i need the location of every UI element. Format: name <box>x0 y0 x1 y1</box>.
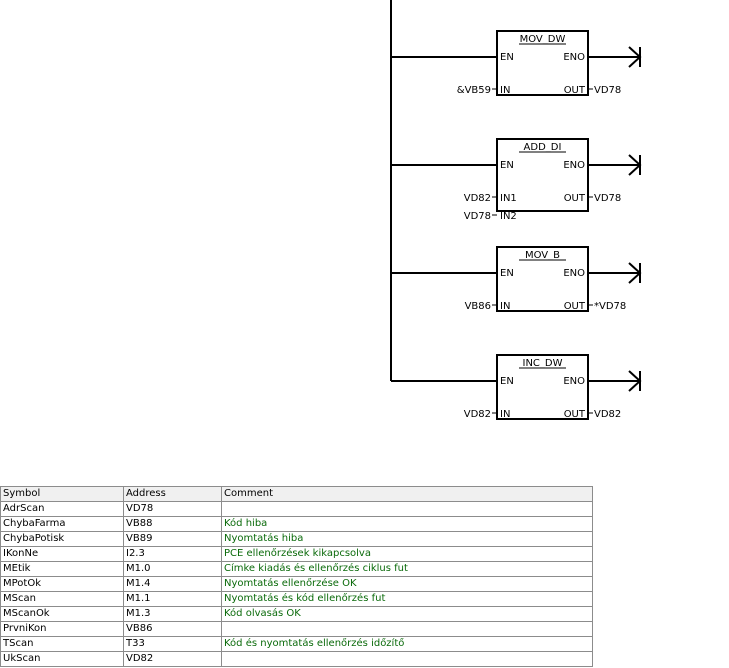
row-comment[interactable]: PCE ellenőrzések kikapcsolva <box>221 546 593 562</box>
output-operand: VD82 <box>594 409 621 420</box>
row-comment[interactable] <box>221 621 593 637</box>
block-title: MOV_DW <box>520 34 566 45</box>
input-operand: VD82 <box>464 193 491 204</box>
row-address[interactable]: M1.1 <box>123 591 222 607</box>
row-symbol[interactable]: ChybaPotisk <box>0 531 124 547</box>
function-block[interactable]: MOV_DW EN ENO IN&VB59 OUT VD78 <box>391 30 642 96</box>
out-pin-label: OUT <box>564 85 586 96</box>
row-comment[interactable] <box>221 651 593 667</box>
header-symbol[interactable]: Symbol <box>0 486 124 502</box>
row-symbol[interactable]: MScan <box>0 591 124 607</box>
symbol-table-header: Symbol Address Comment <box>0 486 593 502</box>
input-pin-label: IN2 <box>500 211 517 222</box>
row-address[interactable]: M1.4 <box>123 576 222 592</box>
row-comment[interactable]: Nyomtatás ellenőrzése OK <box>221 576 593 592</box>
block-box <box>496 246 589 312</box>
row-address[interactable]: VD78 <box>123 501 222 517</box>
row-symbol[interactable]: MScanOk <box>0 606 124 622</box>
en-label: EN <box>500 376 514 387</box>
row-comment[interactable]: Nyomtatás és kód ellenőrzés fut <box>221 591 593 607</box>
output-operand: VD78 <box>594 85 621 96</box>
row-symbol[interactable]: ChybaFarma <box>0 516 124 532</box>
function-block[interactable]: MOV_B EN ENO IN VB86 OUT *VD78 <box>391 246 642 312</box>
row-address[interactable]: VB89 <box>123 531 222 547</box>
row-address[interactable]: VB86 <box>123 621 222 637</box>
row-address[interactable]: M1.0 <box>123 561 222 577</box>
input-pin-label: IN <box>500 301 510 312</box>
row-comment[interactable]: Nyomtatás hiba <box>221 531 593 547</box>
row-comment[interactable]: Kód olvasás OK <box>221 606 593 622</box>
en-label: EN <box>500 160 514 171</box>
row-address[interactable]: M1.3 <box>123 606 222 622</box>
eno-label: ENO <box>563 52 585 63</box>
input-pin-label: IN1 <box>500 193 517 204</box>
input-operand: VD82 <box>464 409 491 420</box>
output-operand: VD78 <box>594 193 621 204</box>
header-comment[interactable]: Comment <box>221 486 593 502</box>
block-box <box>496 138 589 212</box>
input-pin-label: IN <box>500 409 510 420</box>
output-operand: *VD78 <box>594 301 626 312</box>
block-title: ADD_DI <box>524 142 562 153</box>
input-pin-label: IN <box>500 85 510 96</box>
block-title: INC_DW <box>523 358 563 369</box>
header-address[interactable]: Address <box>123 486 222 502</box>
row-symbol[interactable]: AdrScan <box>0 501 124 517</box>
row-symbol[interactable]: PrvniKon <box>0 621 124 637</box>
row-symbol[interactable]: MPotOk <box>0 576 124 592</box>
eno-label: ENO <box>563 160 585 171</box>
out-pin-label: OUT <box>564 301 586 312</box>
eno-label: ENO <box>563 376 585 387</box>
row-symbol[interactable]: TScan <box>0 636 124 652</box>
en-label: EN <box>500 268 514 279</box>
row-comment[interactable]: Kód és nyomtatás ellenőrzés időzítő <box>221 636 593 652</box>
input-operand: VB86 <box>465 301 491 312</box>
out-pin-label: OUT <box>564 409 586 420</box>
block-box <box>496 30 589 96</box>
row-address[interactable]: I2.3 <box>123 546 222 562</box>
row-symbol[interactable]: UkScan <box>0 651 124 667</box>
function-block[interactable]: INC_DW EN ENO IN VD82 OUT VD82 <box>391 354 642 420</box>
row-address[interactable]: VD82 <box>123 651 222 667</box>
en-label: EN <box>500 52 514 63</box>
block-title: MOV_B <box>525 250 560 261</box>
row-comment[interactable] <box>221 501 593 517</box>
block-box <box>496 354 589 420</box>
row-symbol[interactable]: MEtik <box>0 561 124 577</box>
input-operand: &VB59 <box>457 85 491 96</box>
input-operand: VD78 <box>464 211 491 222</box>
row-comment[interactable]: Kód hiba <box>221 516 593 532</box>
row-address[interactable]: VB88 <box>123 516 222 532</box>
out-pin-label: OUT <box>564 193 586 204</box>
row-symbol[interactable]: IKonNe <box>0 546 124 562</box>
row-address[interactable]: T33 <box>123 636 222 652</box>
eno-label: ENO <box>563 268 585 279</box>
row-comment[interactable]: Címke kiadás és ellenőrzés ciklus fut <box>221 561 593 577</box>
